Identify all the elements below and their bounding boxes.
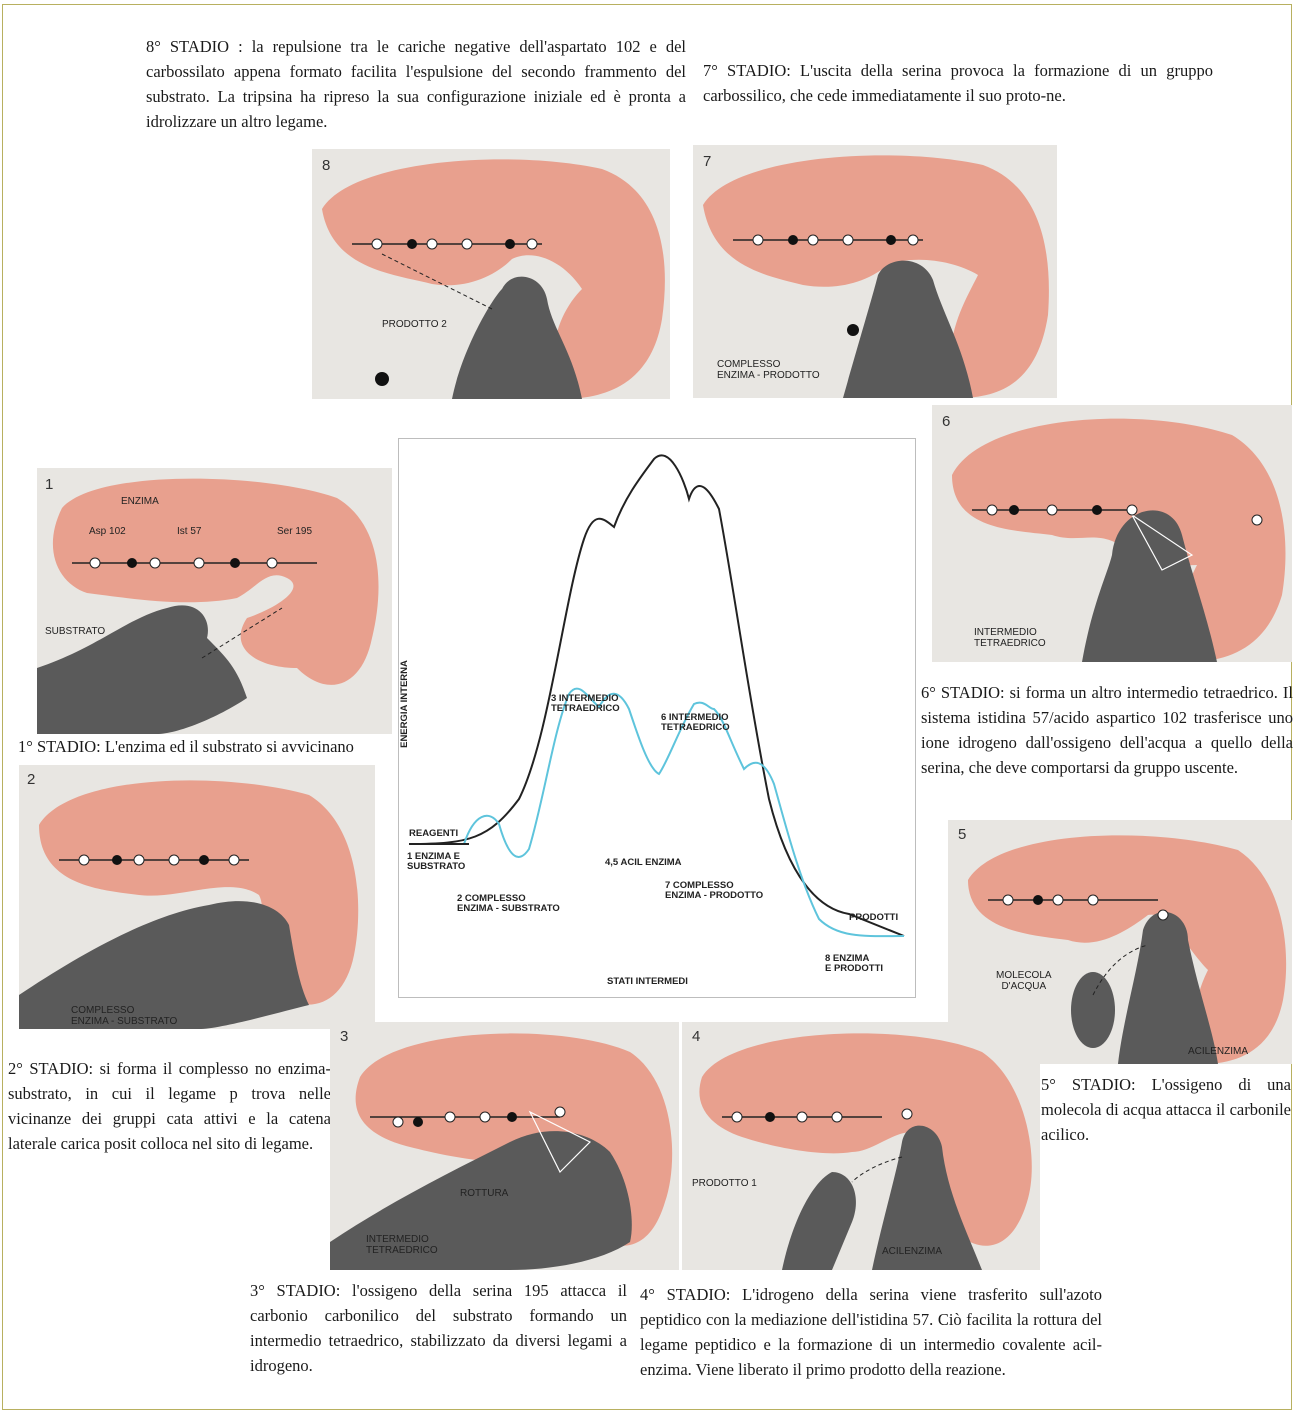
caption-stage-6: 6° STADIO: si forma un altro intermedio … <box>921 680 1293 780</box>
stage-4-product-label: PRODOTTO 1 <box>692 1178 757 1189</box>
stage-2-number: 2 <box>27 771 35 788</box>
state-6-label: 6 INTERMEDIO TETRAEDRICO <box>661 713 730 733</box>
caption-stage-1: 1° STADIO: L'enzima ed il substrato si a… <box>18 734 390 759</box>
stage-2-complex-label: COMPLESSO ENZIMA - SUBSTRATO <box>71 1005 177 1027</box>
stage-5-acyl-label: ACILENZIMA <box>1188 1046 1248 1057</box>
caption-stage-8: 8° STADIO : la repulsione tra le cariche… <box>146 34 686 134</box>
stage-1-illustration <box>37 468 392 734</box>
stage-2-panel: 2 COMPLESSO ENZIMA - SUBSTRATO <box>19 765 375 1029</box>
stage-4-panel: 4 PRODOTTO 1 ACILENZIMA <box>682 1022 1040 1270</box>
y-axis-label: ENERGIA INTERNA <box>400 660 410 748</box>
stage-8-illustration <box>312 149 670 399</box>
caption-stage-7: 7° STADIO: L'uscita della serina provoca… <box>703 58 1213 108</box>
stage-7-panel: 7 COMPLESSO ENZIMA - PRODOTTO <box>693 145 1057 398</box>
stage-1-substrate-label: SUBSTRATO <box>45 626 105 637</box>
state-8-label: 8 ENZIMA E PRODOTTI <box>825 954 883 974</box>
stage-5-number: 5 <box>958 826 966 843</box>
x-axis-label: STATI INTERMEDI <box>607 977 688 987</box>
state-2-label: 2 COMPLESSO ENZIMA - SUBSTRATO <box>457 894 560 914</box>
prodotti-label: PRODOTTI <box>849 913 898 923</box>
stage-3-rottura-label: ROTTURA <box>460 1188 508 1199</box>
stage-3-illustration <box>330 1022 679 1270</box>
stage-6-number: 6 <box>942 413 950 430</box>
stage-8-panel: 8 PRODOTTO 2 <box>312 149 670 399</box>
stage-6-intermediate-label: INTERMEDIO TETRAEDRICO <box>974 627 1046 649</box>
state-45-label: 4,5 ACIL ENZIMA <box>605 858 682 868</box>
caption-stage-5: 5° STADIO: L'ossigeno di una molecola di… <box>1041 1072 1291 1147</box>
stage-3-intermediate-label: INTERMEDIO TETRAEDRICO <box>366 1234 438 1256</box>
stage-8-product-label: PRODOTTO 2 <box>382 319 447 330</box>
caption-stage-4: 4° STADIO: L'idrogeno della serina viene… <box>640 1282 1102 1382</box>
stage-3-panel: 3 ROTTURA INTERMEDIO TETRAEDRICO <box>330 1022 679 1270</box>
stage-1-ser-label: Ser 195 <box>277 526 312 537</box>
stage-1-ist-label: Ist 57 <box>177 526 201 537</box>
stage-1-asp-label: Asp 102 <box>89 526 126 537</box>
stage-5-water-label: MOLECOLA D'ACQUA <box>996 970 1052 992</box>
stage-1-panel: 1 ENZIMA Asp 102 Ist 57 Ser 195 SUBSTRAT… <box>37 468 392 734</box>
stage-1-enzyme-label: ENZIMA <box>121 496 159 507</box>
stage-8-number: 8 <box>322 157 330 174</box>
stage-6-illustration <box>932 405 1292 662</box>
state-3-label: 3 INTERMEDIO TETRAEDRICO <box>551 694 620 714</box>
stage-2-illustration <box>19 765 375 1029</box>
energy-chart: ENERGIA INTERNA STATI INTERMEDI REAGENTI… <box>398 438 916 998</box>
stage-4-acyl-label: ACILENZIMA <box>882 1246 942 1257</box>
stage-4-illustration <box>682 1022 1040 1270</box>
stage-4-number: 4 <box>692 1028 700 1045</box>
caption-stage-3: 3° STADIO: l'ossigeno della serina 195 a… <box>250 1278 627 1378</box>
stage-1-number: 1 <box>45 476 53 493</box>
stage-7-complex-label: COMPLESSO ENZIMA - PRODOTTO <box>717 359 820 381</box>
stage-3-number: 3 <box>340 1028 348 1045</box>
stage-7-number: 7 <box>703 153 711 170</box>
state-1-label: 1 ENZIMA E SUBSTRATO <box>407 852 465 872</box>
reagenti-label: REAGENTI <box>409 829 458 839</box>
caption-stage-2: 2° STADIO: si forma il complesso no enzi… <box>8 1056 331 1186</box>
stage-6-panel: 6 INTERMEDIO TETRAEDRICO <box>932 405 1292 662</box>
state-7-label: 7 COMPLESSO ENZIMA - PRODOTTO <box>665 881 763 901</box>
